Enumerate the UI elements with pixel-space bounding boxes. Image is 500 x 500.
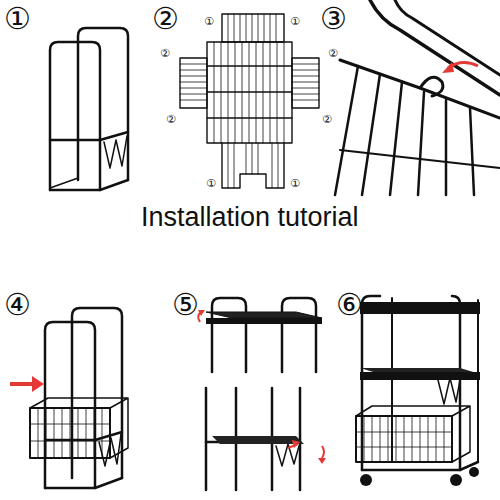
step-number: ⑥	[336, 290, 363, 320]
callout-number: ②	[160, 48, 170, 59]
step-number: ④	[4, 290, 31, 320]
step-number: ①	[4, 4, 31, 34]
callout-number: ②	[322, 114, 332, 125]
callout-number: ①	[290, 16, 300, 27]
callout-number: ②	[166, 114, 176, 125]
tutorial-title: Installation tutorial	[141, 204, 359, 231]
callout-number: ②	[328, 48, 338, 59]
step-number: ③	[320, 4, 347, 34]
callout-number: ①	[204, 16, 214, 27]
callout-number: ①	[206, 178, 216, 189]
step-number: ②	[152, 4, 179, 34]
callout-number: ①	[290, 178, 300, 189]
step-number: ⑤	[172, 290, 199, 320]
